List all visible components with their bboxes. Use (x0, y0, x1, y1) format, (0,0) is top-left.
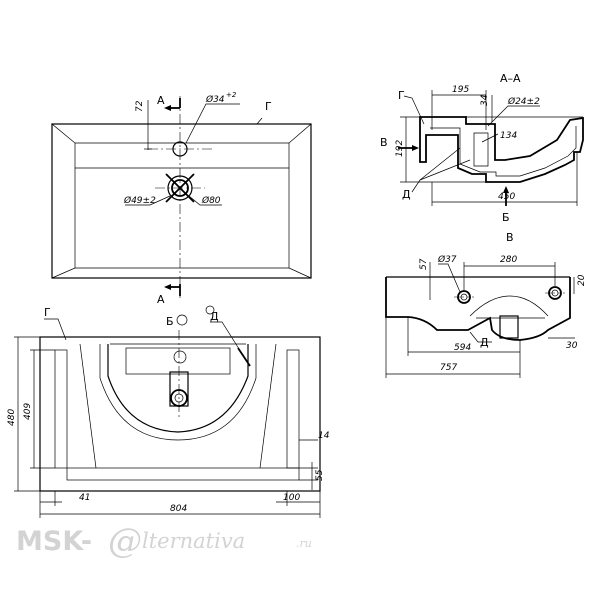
dim-d24-label: Ø24±2 (507, 96, 540, 107)
dim-14-label: 14 (318, 431, 330, 441)
top-view-outline (51, 123, 312, 279)
dim-55-label: 55 (315, 469, 325, 481)
watermark-at-icon: @ (108, 521, 142, 561)
watermark-suffix: .ru (296, 537, 312, 550)
dim-41-label: 41 (79, 493, 90, 503)
leader-d37 (438, 263, 461, 293)
section-a-top-label: А (157, 94, 165, 107)
view-b-rotation-mark (176, 314, 188, 326)
tap-hole (172, 141, 188, 157)
dim-72-label: 72 (135, 100, 145, 112)
section-a-bottom-arrowhead (164, 284, 171, 290)
dim-804-label: 804 (170, 504, 187, 514)
dim-280-label: 280 (500, 255, 517, 265)
dim-d37-label: Ø37 (437, 254, 457, 265)
view-v: В 57 Ø37 280 20 594 757 30 Д (385, 231, 587, 378)
section-a-top-arrowhead (164, 105, 171, 111)
view-v-title: В (506, 231, 514, 244)
view-b-bowl-curve (107, 344, 249, 433)
dim-d49-label: Ø49±2 (123, 195, 156, 206)
view-v-drain-body (499, 315, 519, 339)
section-aa: А–А Г В Б Д 195 34 Ø24±2 134 192 450 (380, 72, 584, 224)
section-aa-overflow (473, 132, 489, 167)
leader-d49 (125, 195, 171, 206)
view-b-bottom-plinth (66, 467, 300, 481)
view-b-inner-panel (125, 347, 231, 375)
view-v-outline (385, 277, 571, 341)
view-b-outline (39, 336, 321, 492)
drain-inner (171, 179, 189, 197)
label-d-section: Д (402, 188, 411, 201)
dim-192-label: 192 (395, 140, 405, 157)
dim-d34-tolerance: +2 (226, 91, 237, 99)
leader-d80 (188, 195, 222, 206)
leader-g-section (403, 95, 425, 125)
dim-20-label: 20 (577, 274, 587, 286)
section-a-bottom-label: А (157, 293, 165, 306)
dim-594-label: 594 (454, 343, 471, 353)
view-v-label: В (380, 136, 388, 149)
top-view-rim-left (51, 123, 76, 279)
dim-450-label: 450 (498, 192, 515, 202)
leader-d-view-b (210, 321, 247, 361)
view-b-bowl-right (259, 343, 277, 469)
dim-134-label: 134 (500, 131, 517, 141)
view-b-title: Б (166, 315, 174, 328)
watermark-rest: lternativa (142, 529, 245, 553)
view-b-arrowhead (503, 186, 509, 193)
section-aa-title: А–А (500, 72, 521, 85)
leader-134 (481, 133, 499, 143)
section-aa-outline (419, 116, 584, 183)
view-v-bowl-arc (469, 295, 549, 317)
view-b-label: Б (502, 211, 510, 224)
leader-d24 (487, 105, 540, 127)
dim-480-label: 480 (7, 409, 17, 426)
view-b-bowl-left (79, 343, 97, 469)
view-b-wall-left (54, 349, 68, 469)
leader-g-view-b (44, 318, 67, 341)
label-g-section: Г (398, 89, 405, 102)
dim-34-label: 34 (480, 94, 490, 106)
view-b: Б (7, 305, 330, 518)
dim-409-label: 409 (23, 403, 33, 420)
label-d-view-v: Д (480, 336, 489, 349)
leader-d34 (185, 103, 240, 144)
leader-d-view-v (469, 331, 492, 343)
dim-100-label: 100 (283, 493, 300, 503)
top-view-leader (256, 117, 263, 125)
top-view: 72 Ø34 +2 Ø49±2 Ø80 Г А А (51, 91, 312, 306)
leader-d-section-b (419, 159, 471, 181)
label-d-view-b: Д (210, 310, 219, 323)
dim-d34-label: Ø34 (205, 94, 225, 105)
watermark-brand: MSK- (16, 526, 92, 557)
dim-57-label: 57 (419, 258, 429, 270)
label-g-view-b: Г (44, 306, 51, 319)
view-b-wall-right (286, 349, 300, 469)
watermark: MSK- @ lternativa .ru (16, 521, 312, 561)
dim-195-label: 195 (452, 85, 469, 95)
label-g-top: Г (265, 100, 272, 113)
dim-757-label: 757 (440, 363, 457, 373)
view-b-top-hole-mark (205, 305, 215, 315)
dim-30-label: 30 (566, 341, 578, 351)
view-b-tap (173, 350, 187, 364)
drain-outer (167, 175, 193, 201)
view-v-arrowhead (412, 145, 419, 151)
view-b-overflow-arrow (237, 347, 251, 367)
drain-cross-b (165, 173, 195, 203)
section-aa-inner-shell (430, 126, 577, 177)
dim-d80-label: Ø80 (201, 195, 221, 206)
top-view-rim-right (288, 123, 312, 279)
view-b-bowl-curve-outer (99, 344, 257, 441)
